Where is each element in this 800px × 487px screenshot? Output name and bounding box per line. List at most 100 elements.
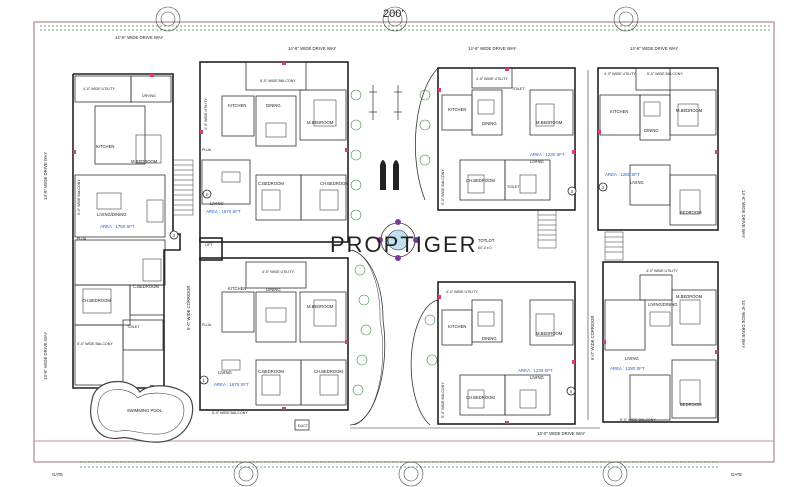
room-label: PUJA (202, 148, 212, 152)
duct-box (294, 419, 310, 431)
watermark: PROPTIGER (330, 232, 478, 257)
room-label: DINING (482, 336, 497, 341)
central-garden (347, 67, 439, 426)
room-label: M.BEDROOM (307, 120, 334, 125)
unit-marker: 3 (598, 182, 608, 192)
area-label: AREA : 1280 SFT (605, 172, 640, 177)
totlot-label: TOTLOT (478, 238, 495, 243)
room-label: 5'-0" WIDE BALCONY (77, 342, 113, 346)
room-label: 4'-0" WIDE UTILITY (204, 97, 208, 130)
pool-label: SWIMMING POOL (127, 408, 163, 413)
room-label: TOILET (127, 325, 140, 329)
svg-text:3: 3 (571, 189, 574, 194)
drive-way-label: 14'-6" WIDE DRIVE WAY (115, 35, 163, 40)
room-label: M.BEDROOM (676, 108, 703, 113)
room-label: KITCHEN (610, 109, 628, 114)
staircase (604, 231, 624, 261)
svg-text:2: 2 (206, 192, 209, 197)
room-label: LIVING (630, 180, 644, 185)
room-label: LIVING/DINING (648, 302, 678, 307)
room-label: M.BEDROOM (131, 159, 158, 164)
room-label: M.BEDROOM (536, 120, 563, 125)
room-label: 5'-0" WIDE BALCONY (647, 72, 683, 76)
unit-marker: 3 (567, 186, 577, 196)
room-label: LIVING (218, 370, 232, 375)
room-label: DRYING (142, 94, 156, 98)
room-label: BEDROOM (680, 402, 702, 407)
gate-label: GATE (731, 472, 742, 477)
playground-icon (369, 85, 402, 120)
area-label: AREA : 1230 SFT (518, 368, 553, 373)
drive-way-label: 14'-6" WIDE DRIVE WAY (741, 300, 746, 348)
room-label: CH.BEDROOM (466, 178, 495, 183)
center-left-block (199, 61, 349, 411)
room-label: CH.BEDROOM (314, 369, 343, 374)
area-label: AREA : 1230 SFT (530, 152, 565, 157)
svg-text:4: 4 (570, 389, 573, 394)
room-label: LIVING (210, 201, 224, 206)
room-label: TOILET (507, 185, 520, 189)
room-label: 5'-0" WIDE BALCONY (212, 411, 248, 415)
corridor-label: 6'-0" WIDE CORRIDOR (590, 316, 595, 360)
area-label: AREA : 1280 SFT (610, 366, 645, 371)
room-label: DINING (482, 121, 497, 126)
area-label: AREA : 1750 SFT (100, 224, 135, 229)
gate-label: GATE (52, 472, 63, 477)
room-label: M.BEDROOM (536, 331, 563, 336)
unit-marker: 3 (169, 230, 179, 240)
room-label: C.BEDROOM (258, 369, 284, 374)
room-label: KITCHEN (96, 144, 114, 149)
room-label: BEDROOM (680, 210, 702, 215)
room-label: 4'-0" WIDE UTILITY (476, 77, 509, 81)
drive-way-label: 13'-6" WIDE DRIVE WAY (43, 332, 48, 380)
drive-way-label: 14'-6" WIDE DRIVE WAY (468, 46, 516, 51)
room-label: KITCHEN (228, 103, 246, 108)
unit-marker: 1 (199, 375, 209, 385)
room-label: 4'-0" WIDE UTILITY (604, 72, 637, 76)
room-label: PUJA (77, 237, 87, 241)
duct-label: DUCT (298, 424, 309, 428)
bottom-planting (80, 461, 720, 468)
staircase (537, 209, 557, 249)
unit-marker: 4 (566, 386, 576, 396)
tree-icon (155, 6, 639, 487)
right-block (597, 67, 719, 423)
room-label: DINING (266, 103, 281, 108)
room-label: M.BEDROOM (676, 294, 703, 299)
top-dimension: 200' (383, 8, 403, 20)
room-label: 4'-0" WIDE UTILITY (446, 290, 479, 294)
room-label: CH.BEDROOM (82, 298, 111, 303)
room-label: C.BEDROOM (133, 284, 159, 289)
drive-way-label: 13'-6" WIDE DRIVE WAY (43, 152, 48, 200)
left-unit-block (72, 73, 181, 389)
room-label: LIVING/DINING (97, 212, 127, 217)
svg-text:1: 1 (203, 378, 206, 383)
drive-way-label: 14'-6" WIDE DRIVE WAY (630, 46, 678, 51)
lift-label: LIFT (205, 243, 213, 247)
room-label: TOILET (512, 87, 525, 91)
drive-way-label: 14'-6" WIDE DRIVE WAY (741, 190, 746, 238)
room-label: KITCHEN (228, 286, 246, 291)
room-label: 5'-0" WIDE BALCONY (620, 418, 656, 422)
room-label: 4'-0" WIDE UTILITY (262, 270, 295, 274)
room-label: 5'-0" WIDE BALCONY (260, 79, 296, 83)
merry-go-round-icon (377, 219, 419, 261)
room-label: LIVING (625, 356, 639, 361)
room-label: LIVING (530, 159, 544, 164)
room-label: 5'-0" WIDE BALCONY (77, 179, 81, 215)
room-label: KITCHEN (448, 107, 466, 112)
staircase (172, 159, 194, 216)
room-label: PUJA (202, 323, 212, 327)
room-label: DINING (644, 128, 659, 133)
svg-text:3: 3 (173, 233, 176, 238)
drive-way-label: 14'-6" WIDE DRIVE WAY (288, 46, 336, 51)
center-right-block (437, 67, 576, 425)
top-planting (40, 25, 770, 31)
room-label: 4'-0" WIDE UTILITY (83, 87, 116, 91)
room-label: M.BEDROOM (307, 304, 334, 309)
room-label: DINING (266, 287, 281, 292)
svg-text:3: 3 (602, 185, 605, 190)
area-label: AREA : 1670 SFT (214, 382, 249, 387)
area-label: AREA : 1670 SFT (206, 209, 241, 214)
